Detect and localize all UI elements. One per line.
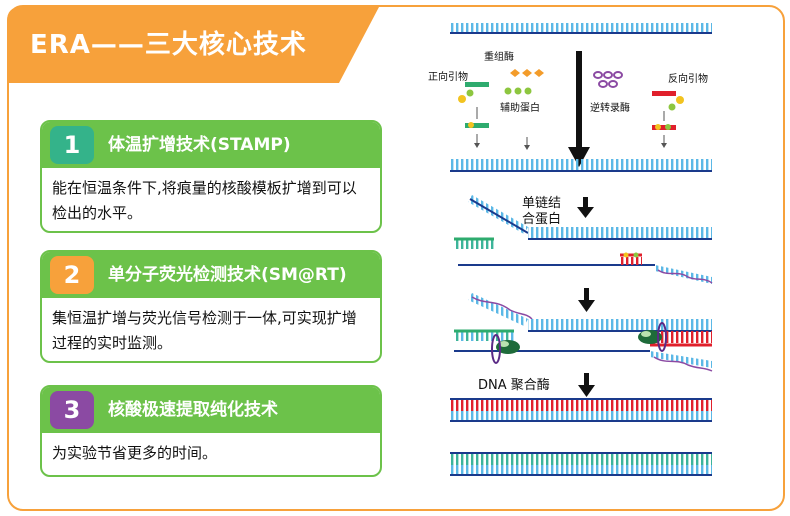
card-header: 1 体温扩增技术(STAMP): [42, 122, 380, 168]
card-description: 能在恒温条件下,将痕量的核酸模板扩增到可以检出的水平。: [52, 179, 357, 222]
card-title: 体温扩增技术(STAMP): [108, 135, 291, 155]
down-arrow-main: [568, 51, 590, 167]
template-strand-top: [450, 23, 712, 34]
page-title: ERA——三大核心技术: [30, 30, 307, 60]
dna-product-red-blue: [450, 398, 712, 422]
label-reverse-transcriptase: 逆转录酶: [590, 103, 630, 114]
label-dna-polymerase: DNA 聚合酶: [478, 378, 550, 393]
label-ssb-line1: 单链结: [522, 196, 562, 211]
label-reverse-primer: 反向引物: [668, 74, 708, 85]
card-description: 集恒温扩增与荧光信号检测于一体,可实现扩增过程的实时监测。: [52, 309, 357, 352]
elongation-stage: [454, 293, 713, 372]
card-header: 2 单分子荧光检测技术(SM@RT): [42, 252, 380, 298]
recombinase-icon: [504, 69, 544, 150]
dna-double-strand-1: [450, 159, 712, 172]
down-arrow-ssb: [577, 197, 594, 218]
reverse-primer-icon: [652, 91, 684, 148]
card-number-badge: 2: [50, 256, 94, 294]
amplification-diagram: 重组酶 正向引物 辅助蛋白 逆转录酶 反向引物 单链结 合蛋白 DNA 聚合酶: [428, 15, 780, 485]
forward-primer-icon: [458, 82, 489, 148]
down-arrow-mid: [578, 288, 595, 312]
card-description: 为实验节省更多的时间。: [52, 444, 218, 462]
card-title: 单分子荧光检测技术(SM@RT): [108, 265, 347, 285]
strand-invasion: [454, 195, 713, 284]
card-number-badge: 1: [50, 126, 94, 164]
card-header: 3 核酸极速提取纯化技术: [42, 387, 380, 433]
down-arrow-polymerase: [578, 373, 595, 397]
title-banner: [7, 7, 379, 83]
dna-product-teal-blue: [450, 452, 712, 476]
reverse-transcriptase-icon: [593, 71, 623, 88]
label-recombinase: 重组酶: [484, 52, 514, 63]
card-smart: 2 单分子荧光检测技术(SM@RT) 集恒温扩增与荧光信号检测于一体,可实现扩增…: [40, 250, 382, 363]
card-stamp: 1 体温扩增技术(STAMP) 能在恒温条件下,将痕量的核酸模板扩增到可以检出的…: [40, 120, 382, 233]
card-extraction: 3 核酸极速提取纯化技术 为实验节省更多的时间。: [40, 385, 382, 477]
label-forward-primer: 正向引物: [428, 72, 468, 83]
label-ssb-line2: 合蛋白: [522, 212, 562, 227]
label-helper-protein: 辅助蛋白: [500, 103, 540, 114]
card-number-badge: 3: [50, 391, 94, 429]
card-title: 核酸极速提取纯化技术: [108, 400, 278, 420]
